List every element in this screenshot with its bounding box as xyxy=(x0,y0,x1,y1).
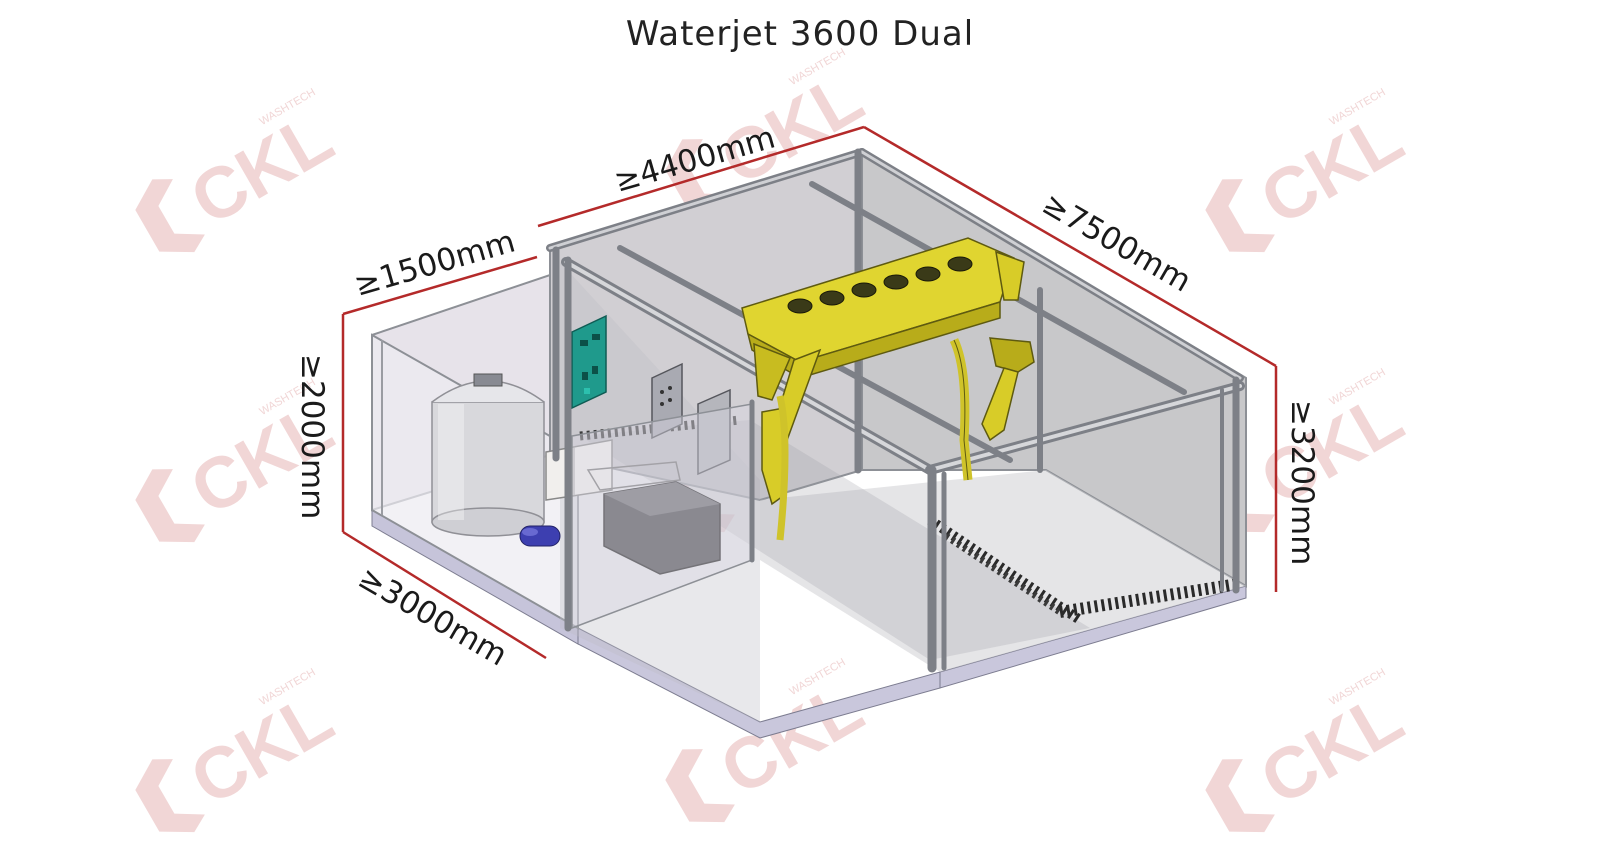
brand-logo-icon xyxy=(135,759,205,833)
dimension-label-depth-left: ≥1500mm xyxy=(350,224,519,304)
brand-logo-icon xyxy=(665,749,735,823)
brand-logo-icon xyxy=(135,469,205,543)
brand-logo-icon xyxy=(135,179,205,253)
floor-rail-right xyxy=(944,533,1239,618)
dimension-line-4400 xyxy=(537,125,865,228)
dimension-line-3000 xyxy=(342,530,547,660)
water-tank xyxy=(431,373,545,537)
control-panel xyxy=(571,314,607,410)
gantry-wash-machine xyxy=(741,237,1035,541)
air-tank xyxy=(519,525,561,547)
pump-unit xyxy=(545,439,613,501)
floor-slab-right xyxy=(939,585,1247,689)
diagram-title: Waterjet 3600 Dual xyxy=(625,14,975,54)
dimension-lines xyxy=(341,125,1278,660)
dimension-line-7500 xyxy=(863,125,1277,368)
brand-logo-icon xyxy=(1205,179,1275,253)
dimension-label-height-left: ≥2000mm xyxy=(294,354,330,519)
dimension-label-height-right: ≥3200mm xyxy=(1284,400,1320,565)
bay-floor-shadow xyxy=(760,470,1246,672)
electrical-cabinet xyxy=(651,362,731,476)
brand-logo-icon xyxy=(1205,759,1275,833)
brand-logo-icon xyxy=(665,139,735,213)
water-treatment-box xyxy=(586,461,721,575)
gantry-frame xyxy=(546,148,1245,673)
dimension-line-1500 xyxy=(342,255,538,316)
